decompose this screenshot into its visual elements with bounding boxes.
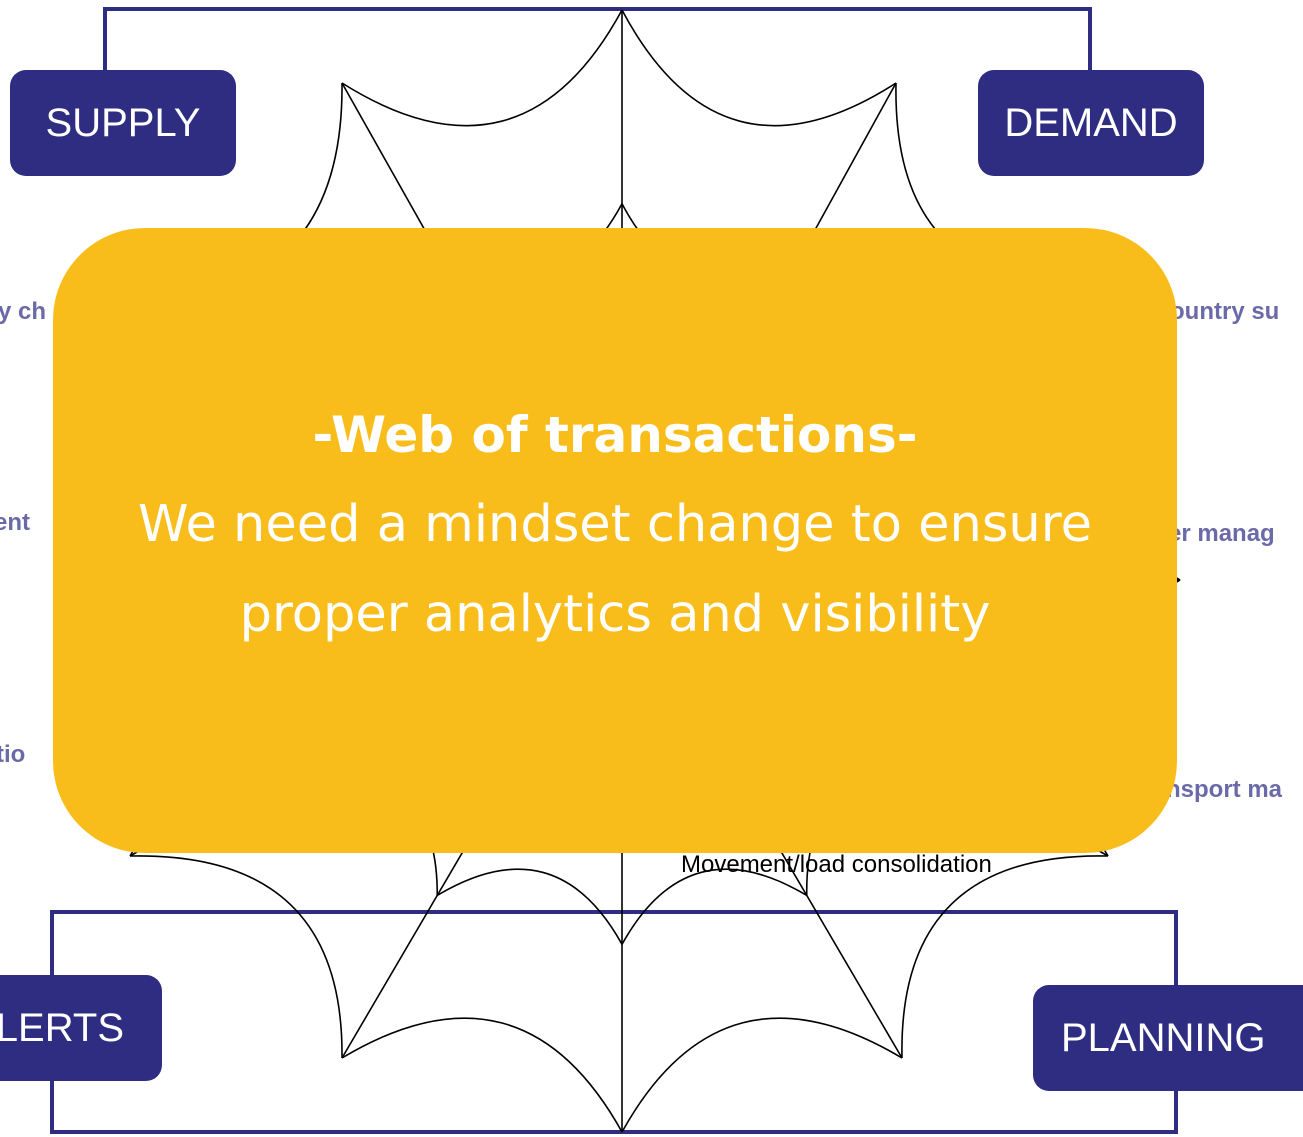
planning-label: PLANNING xyxy=(1061,1015,1266,1060)
movement-load-consolidation-label: Movement/load consolidation xyxy=(681,851,992,878)
alerts-box: LERTS xyxy=(0,975,162,1081)
callout-title: -Web of transactions- xyxy=(312,405,918,464)
left-side-label-3: tio xyxy=(0,741,26,768)
supply-label: SUPPLY xyxy=(45,100,201,145)
web-ring-segment xyxy=(129,855,343,1059)
planning-box: PLANNING xyxy=(1033,985,1303,1091)
right-side-label-1: ountry su xyxy=(1170,298,1280,325)
web-ring-segment xyxy=(341,1017,623,1133)
web-ring-segment xyxy=(901,855,1109,1059)
web-ring-segment xyxy=(341,9,623,127)
right-side-label-2: er manag xyxy=(1168,520,1275,547)
web-ring-segment xyxy=(621,9,897,127)
alerts-label: LERTS xyxy=(0,1005,124,1050)
demand-label: DEMAND xyxy=(1004,100,1178,145)
left-side-label-2: ent xyxy=(0,509,30,536)
left-side-label-1: y ch xyxy=(0,298,47,325)
supply-box: SUPPLY xyxy=(10,70,236,176)
demand-box: DEMAND xyxy=(978,70,1204,176)
web-of-transactions-callout: -Web of transactions- We need a mindset … xyxy=(53,228,1177,853)
callout-body: We need a mindset change to ensure prope… xyxy=(138,494,1092,644)
right-side-label-3: nsport ma xyxy=(1166,776,1283,803)
web-ring-segment xyxy=(621,1017,903,1133)
top-connector-frame xyxy=(103,7,1092,72)
web-ring-segment xyxy=(436,868,623,945)
web-ring-segment xyxy=(621,868,808,945)
bottom-connector-frame xyxy=(50,910,1178,1134)
